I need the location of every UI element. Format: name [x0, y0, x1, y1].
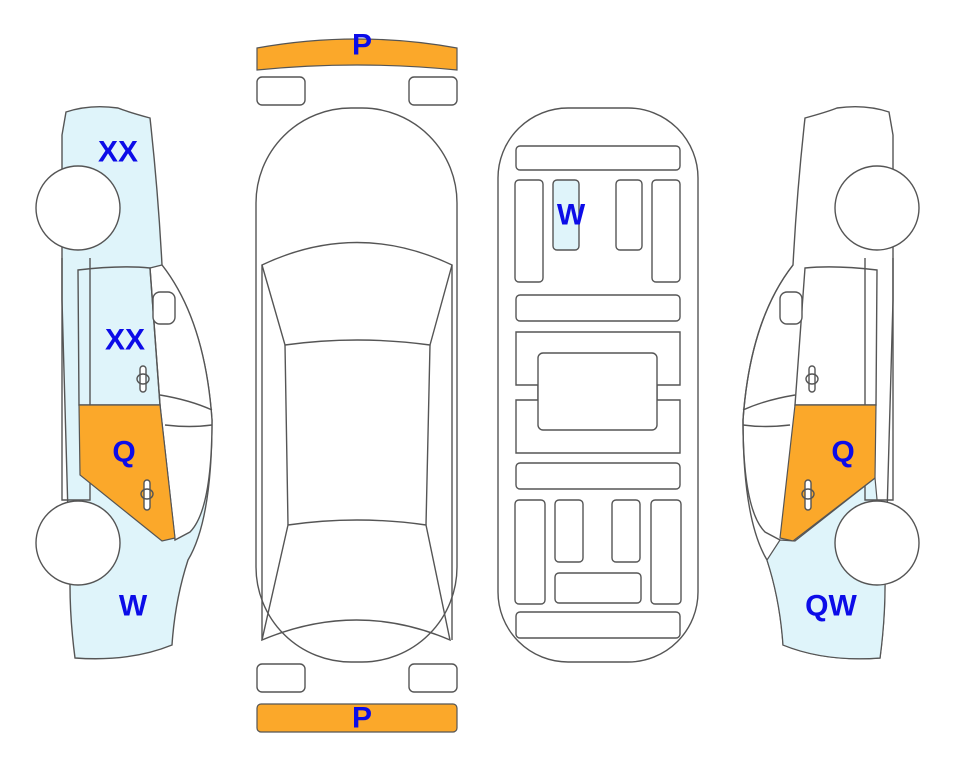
- top-view: P P: [255, 29, 458, 735]
- door-handle-icon: [136, 365, 154, 511]
- left-rear-door-label: Q: [112, 436, 135, 469]
- left-mirror: [152, 291, 176, 325]
- dashboard: [515, 145, 681, 171]
- right-front-wheel: [834, 165, 920, 251]
- trunk-bar: [554, 572, 642, 604]
- side-lines: [261, 265, 453, 640]
- left-rear-door-damage[interactable]: [78, 404, 176, 542]
- interior-view: W: [497, 107, 699, 663]
- headlight-left: [256, 76, 306, 106]
- console-bar: [515, 294, 681, 322]
- right-window-area: [742, 264, 794, 541]
- right-rear-door-label: Q: [831, 436, 854, 469]
- rear-bumper-label: P: [352, 702, 372, 735]
- front-seat-label: W: [557, 199, 586, 232]
- rear-left-panel: [514, 499, 546, 605]
- rear-shelf: [515, 611, 681, 639]
- rear-bumper-damage[interactable]: [256, 703, 458, 733]
- left-front-door-outline: [77, 266, 161, 406]
- right-window-line: [742, 394, 796, 428]
- headlight-right: [408, 76, 458, 106]
- front-bumper-damage[interactable]: [256, 38, 458, 71]
- right-rear-door-damage[interactable]: [779, 404, 877, 542]
- right-rear-quarter-label: QW: [805, 590, 857, 623]
- roof-edges: [284, 344, 431, 526]
- right-mirror: [779, 291, 803, 325]
- rear-window: [261, 519, 451, 642]
- left-window-area: [149, 264, 213, 542]
- right-sill: [864, 258, 894, 501]
- front-seat-damage[interactable]: [552, 179, 580, 251]
- front-right-panel: [651, 179, 681, 283]
- door-handle-icon: [801, 365, 819, 511]
- front-seat-right: [615, 179, 643, 251]
- left-front-door-label: XX: [105, 324, 145, 357]
- right-rear-wheel: [834, 500, 920, 586]
- taillight-right: [408, 663, 458, 693]
- taillight-left: [256, 663, 306, 693]
- center-console: [537, 352, 658, 431]
- left-window-line: [159, 394, 213, 428]
- left-front-fender-label: XX: [98, 136, 138, 169]
- rear-right-panel: [650, 499, 682, 605]
- left-sill: [61, 258, 91, 501]
- front-bumper-label: P: [352, 29, 372, 62]
- right-side-view: Q QW: [742, 105, 920, 660]
- top-body-outline[interactable]: [255, 107, 458, 663]
- rear-seat-left: [554, 499, 584, 563]
- left-side-view: XX XX Q W: [35, 105, 213, 660]
- left-rear-quarter-label: W: [119, 590, 148, 623]
- third-row-bar: [515, 462, 681, 490]
- left-rear-wheel: [35, 500, 121, 586]
- front-left-panel: [514, 179, 544, 283]
- rear-seat-right: [611, 499, 641, 563]
- left-front-wheel: [35, 165, 121, 251]
